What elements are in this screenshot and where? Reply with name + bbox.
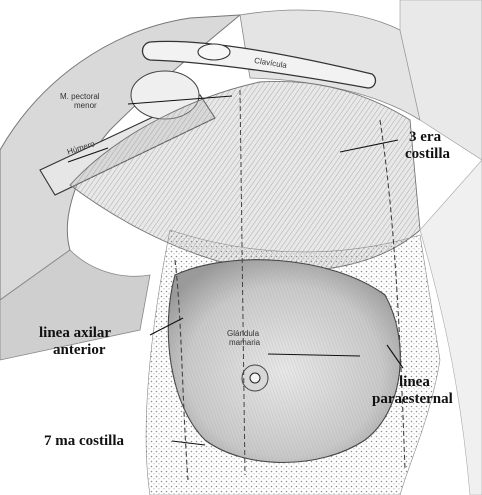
pectoralis-minor-line1: M. pectoral bbox=[60, 92, 100, 101]
mammary-gland-line2: mamaria bbox=[227, 338, 260, 347]
pectoralis-minor-line2: menor bbox=[60, 101, 100, 110]
nipple bbox=[250, 373, 260, 383]
anterior-axillary-line2: anterior bbox=[39, 342, 111, 359]
parasternal-line2: paraesternal bbox=[372, 391, 453, 408]
third-rib-line1: 3 era bbox=[405, 129, 450, 146]
pectoralis-minor-label: M. pectoral menor bbox=[60, 92, 100, 110]
anterior-axillary-line-label: linea axilar anterior bbox=[39, 325, 111, 359]
seventh-rib-label: 7 ma costilla bbox=[44, 433, 124, 450]
third-rib-label: 3 era costilla bbox=[405, 129, 450, 163]
third-rib-line2: costilla bbox=[405, 146, 450, 163]
anterior-axillary-line1: linea axilar bbox=[39, 325, 111, 342]
parasternal-line1: linea bbox=[372, 374, 453, 391]
mammary-gland-label: Glándula mamaria bbox=[227, 329, 260, 347]
mammary-gland-line1: Glándula bbox=[227, 329, 260, 338]
parasternal-line-label: linea paraesternal bbox=[372, 374, 453, 408]
